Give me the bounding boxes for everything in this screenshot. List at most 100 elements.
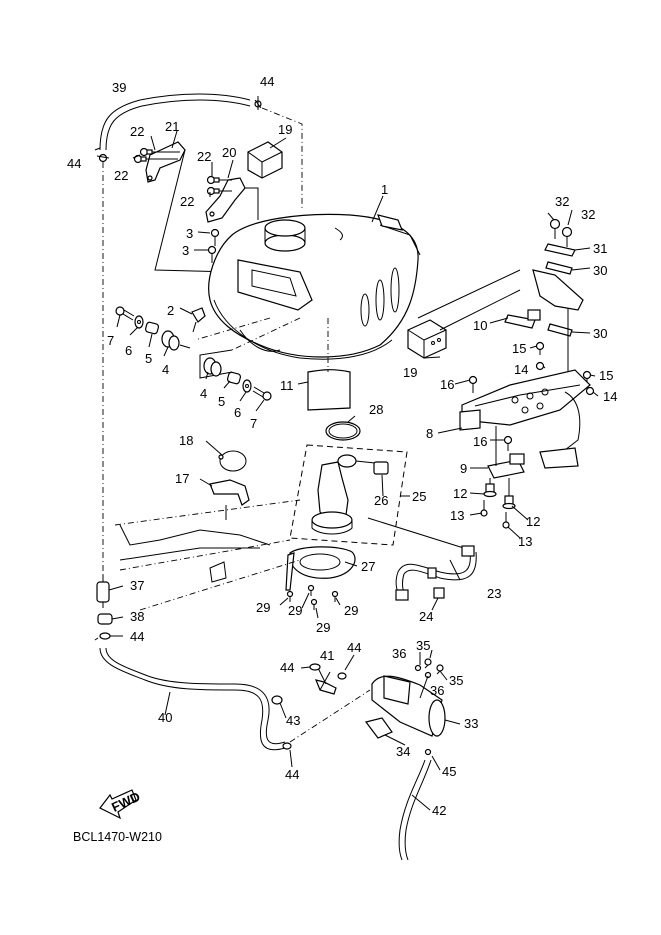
callout-31[interactable]: 31 [593,241,607,256]
callout-7[interactable]: 7 [250,416,257,431]
cover-19[interactable] [247,141,283,179]
clamp-18[interactable] [218,450,247,472]
bracket-9[interactable] [487,453,525,479]
callout-41[interactable]: 41 [320,648,334,663]
callout-29[interactable]: 29 [288,603,302,618]
protector-17[interactable] [209,479,250,506]
damper-30[interactable] [545,261,573,275]
bolt-35[interactable] [436,664,444,675]
callout-44[interactable]: 44 [130,629,144,644]
bolt-13[interactable] [502,512,510,529]
collar-12[interactable] [483,483,497,498]
bracket-21[interactable] [145,141,186,183]
nut-32[interactable] [561,226,573,248]
callout-5[interactable]: 5 [145,351,152,366]
callout-44[interactable]: 44 [67,156,81,171]
callout-32[interactable]: 32 [581,207,595,222]
callout-25[interactable]: 25 [412,489,426,504]
screw-29[interactable] [286,590,294,603]
bolt-3[interactable] [207,245,217,264]
fuel-pump-plate-27[interactable] [285,546,356,591]
bolt-7[interactable] [252,386,272,401]
bolt-7[interactable] [115,306,135,321]
callout-26[interactable]: 26 [374,493,388,508]
callout-32[interactable]: 32 [555,194,569,209]
callout-16[interactable]: 16 [473,434,487,449]
screw-29[interactable] [307,584,315,597]
bolt-35[interactable] [424,658,432,669]
bolt-16[interactable] [503,435,513,452]
callout-28[interactable]: 28 [369,402,383,417]
bolt-22[interactable] [206,186,220,196]
callout-15[interactable]: 15 [512,341,526,356]
callout-39[interactable]: 39 [112,80,126,95]
bolt-16[interactable] [468,375,478,394]
bracket-20[interactable] [205,177,246,223]
callout-44[interactable]: 44 [280,660,294,675]
washer-36[interactable] [414,664,422,672]
hose-41[interactable] [315,667,337,695]
callout-43[interactable]: 43 [286,713,300,728]
hose-39[interactable] [99,93,251,151]
callout-19[interactable]: 19 [278,122,292,137]
callout-35[interactable]: 35 [416,638,430,653]
callout-40[interactable]: 40 [158,710,172,725]
callout-29[interactable]: 29 [344,603,358,618]
callout-35[interactable]: 35 [449,673,463,688]
callout-12[interactable]: 12 [526,514,540,529]
hose-clip-44[interactable] [309,663,321,671]
hose-clip-45[interactable] [424,748,432,756]
fuel-pump-25[interactable] [311,454,376,535]
nut-32[interactable] [549,218,561,240]
callout-9[interactable]: 9 [460,461,467,476]
fuel-filter-37[interactable] [96,575,110,608]
clip-24[interactable] [433,587,445,599]
collar-12[interactable] [502,495,516,510]
bolt-22[interactable] [206,175,220,185]
fuel-tank-1[interactable] [208,213,421,360]
fuel-sender-26[interactable] [373,461,389,475]
callout-22[interactable]: 22 [180,194,194,209]
callout-30[interactable]: 30 [593,326,607,341]
callout-27[interactable]: 27 [361,559,375,574]
bolt-13[interactable] [480,500,488,517]
callout-42[interactable]: 42 [432,803,446,818]
hose-clip-44[interactable] [96,153,110,163]
callout-30[interactable]: 30 [593,263,607,278]
hose-42[interactable] [398,759,432,861]
callout-23[interactable]: 23 [487,586,501,601]
washer-36[interactable] [424,671,432,679]
bracket-10[interactable] [504,309,541,329]
callout-15[interactable]: 15 [599,368,613,383]
clip-43[interactable] [271,695,283,705]
callout-14[interactable]: 14 [514,362,528,377]
callout-10[interactable]: 10 [473,318,487,333]
washer-14[interactable] [585,386,595,396]
callout-1[interactable]: 1 [381,182,388,197]
callout-29[interactable]: 29 [316,620,330,635]
plate-31[interactable] [544,243,576,257]
callout-17[interactable]: 17 [175,471,189,486]
callout-3[interactable]: 3 [186,226,193,241]
callout-6[interactable]: 6 [234,405,241,420]
hose-clip-44[interactable] [337,672,347,680]
callout-13[interactable]: 13 [450,508,464,523]
label-plate-11[interactable] [307,369,351,411]
washer-6[interactable] [134,315,144,329]
callout-44[interactable]: 44 [260,74,274,89]
callout-5[interactable]: 5 [218,394,225,409]
callout-24[interactable]: 24 [419,609,433,624]
callout-34[interactable]: 34 [396,744,410,759]
callout-20[interactable]: 20 [222,145,236,160]
bolt-3[interactable] [210,228,220,247]
bracket-8[interactable] [459,369,591,469]
callout-4[interactable]: 4 [200,386,207,401]
screw-29[interactable] [331,590,339,603]
callout-37[interactable]: 37 [130,578,144,593]
callout-16[interactable]: 16 [440,377,454,392]
bracket-2[interactable] [191,307,206,333]
collar-5[interactable] [144,321,160,335]
callout-21[interactable]: 21 [165,119,179,134]
collar-5[interactable] [226,371,242,385]
hose-clip-44[interactable] [282,742,292,750]
